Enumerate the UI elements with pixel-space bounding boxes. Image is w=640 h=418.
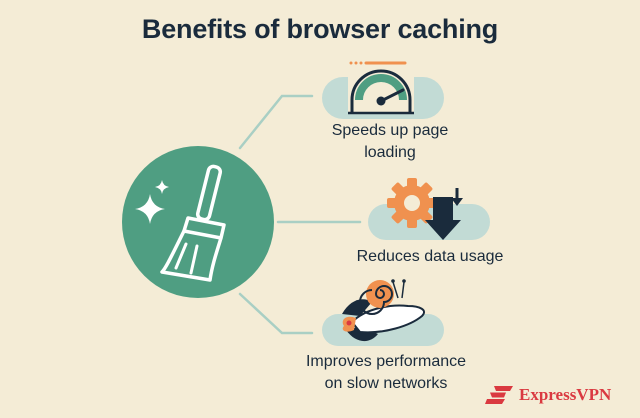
- expressvpn-logo-icon: [485, 386, 513, 404]
- connector-bottom: [238, 292, 314, 335]
- speedometer-icon: [322, 61, 444, 119]
- benefit-label-data-line1: Reduces data usage: [356, 248, 504, 265]
- broom-sparkle-icon: [122, 146, 274, 298]
- page-title: Benefits of browser caching: [141, 14, 499, 44]
- benefit-label-data: Reduces data usage: [330, 246, 530, 268]
- benefit-label-speed: Speeds up page loading: [290, 120, 490, 164]
- gear-download-icon: [368, 178, 490, 240]
- connector-lines: [238, 94, 362, 335]
- benefit-label-performance: Improves performance on slow networks: [276, 351, 496, 395]
- snail-rocket-icon: [322, 279, 444, 346]
- brand-name: ExpressVPN: [519, 385, 612, 404]
- benefit-label-speed-line1: Speeds up page: [331, 122, 449, 139]
- benefit-label-performance-line1: Improves performance: [305, 353, 467, 370]
- benefit-label-speed-line2: loading: [364, 144, 416, 161]
- connector-top: [238, 94, 314, 150]
- brand-logo: ExpressVPN: [484, 384, 611, 406]
- benefit-label-performance-line2: on slow networks: [324, 375, 448, 392]
